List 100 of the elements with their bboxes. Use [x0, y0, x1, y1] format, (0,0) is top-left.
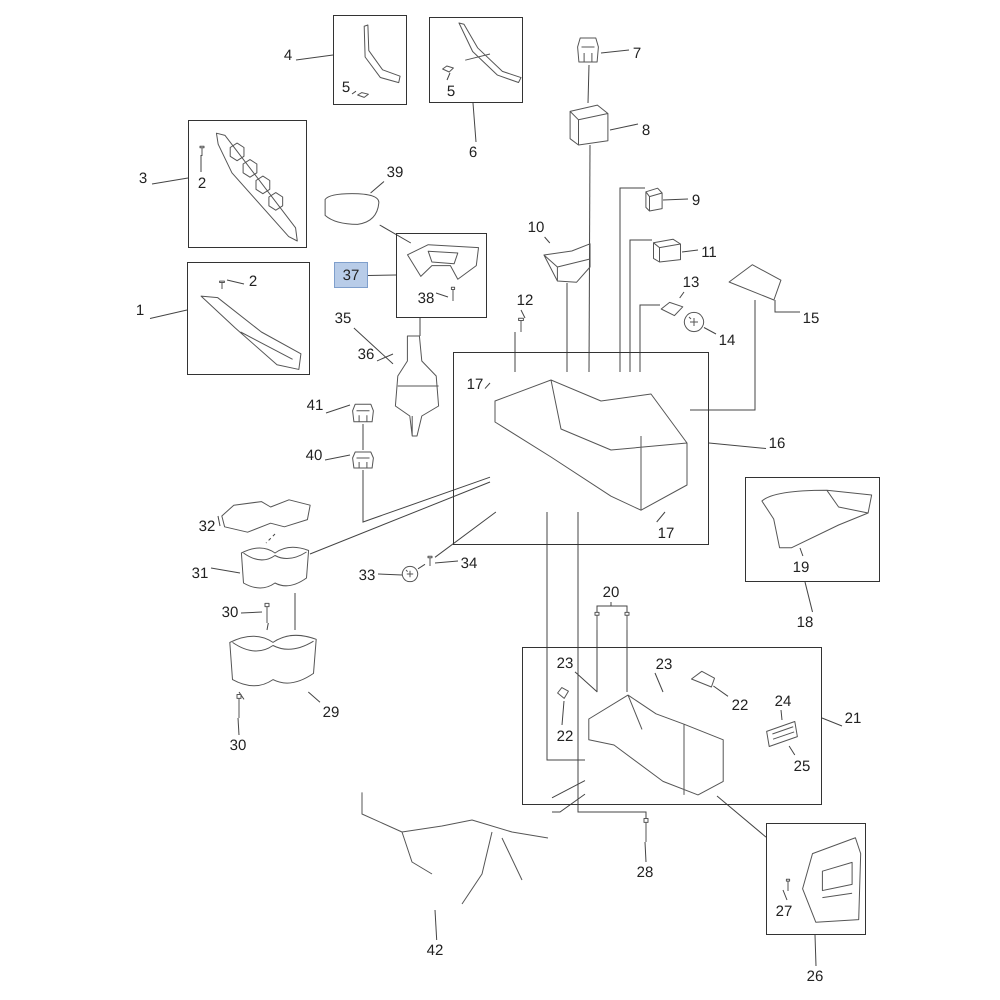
- callout-number: 31: [189, 563, 211, 583]
- cap-drawing: [402, 566, 418, 582]
- screw-drawing: [622, 612, 632, 630]
- leader-line: [324, 454, 350, 460]
- pad-drawing: [691, 671, 715, 687]
- callout-number: 26: [804, 966, 826, 986]
- leader-line: [370, 181, 384, 194]
- leader-line: [210, 568, 240, 574]
- callout-number: 13: [680, 272, 702, 292]
- leader-line: [376, 354, 394, 362]
- callout-number: 22: [554, 726, 576, 746]
- callout-number: 32: [196, 516, 218, 536]
- clip-drawing: [442, 64, 454, 74]
- callout-number: 36: [355, 344, 377, 364]
- group-frame: [766, 823, 866, 935]
- leader-line: [610, 124, 638, 130]
- callout-number: 27: [773, 901, 795, 921]
- screw-drawing: [216, 281, 228, 289]
- leader-line: [610, 602, 628, 612]
- group-frame: [333, 15, 407, 105]
- leader-line: [434, 560, 458, 564]
- callout-number: 11: [698, 242, 720, 262]
- bezel-drawing: [406, 244, 480, 280]
- callout-number: 17: [655, 523, 677, 543]
- leader-line: [352, 90, 356, 94]
- callout-number: 17: [464, 374, 486, 394]
- leader-line: [200, 154, 202, 172]
- assembly-line: [362, 470, 490, 523]
- housing-drawing: [568, 103, 610, 145]
- leader-line: [654, 672, 664, 692]
- switch-drawing: [350, 450, 376, 470]
- screw-drawing: [449, 287, 457, 301]
- callout-number: 24: [772, 691, 794, 711]
- assembly-line: [566, 282, 568, 372]
- mat-drawing: [220, 498, 312, 534]
- leader-line: [218, 516, 220, 526]
- leader-line: [656, 512, 666, 522]
- callout-number: 30: [227, 735, 249, 755]
- leader-line: [679, 292, 684, 298]
- group-frame: [188, 120, 307, 248]
- assembly-line: [434, 512, 496, 558]
- callout-number: 37: [334, 262, 368, 288]
- callout-number: 18: [794, 612, 816, 632]
- assembly-line: [630, 240, 652, 372]
- callout-number: 20: [600, 582, 622, 602]
- leader-line: [774, 300, 800, 312]
- callout-number: 38: [415, 288, 437, 308]
- callout-number: 16: [766, 433, 788, 453]
- callout-number: 23: [653, 654, 675, 674]
- leader-line: [326, 404, 350, 414]
- callout-number: 3: [134, 168, 152, 188]
- leader-line: [484, 382, 490, 390]
- callout-number: 5: [444, 81, 458, 101]
- leader-line: [600, 50, 630, 54]
- callout-number: 12: [514, 290, 536, 310]
- leader-line: [308, 692, 320, 703]
- callout-number: 2: [194, 173, 210, 193]
- leader-line: [150, 310, 188, 319]
- assembly-line: [552, 780, 586, 798]
- assembly-line: [690, 300, 756, 410]
- callout-number: 4: [280, 45, 296, 65]
- trim-strip-drawing: [459, 23, 521, 85]
- leader-line: [788, 746, 796, 756]
- leader-line: [378, 574, 402, 576]
- callout-number: 9: [688, 190, 704, 210]
- leader-line: [353, 328, 394, 364]
- assembly-line: [578, 512, 646, 818]
- leader-line: [520, 310, 526, 318]
- callout-number: 34: [458, 553, 480, 573]
- leader-line: [804, 582, 813, 612]
- callout-number: 25: [791, 756, 813, 776]
- callout-number: 10: [525, 217, 547, 237]
- assembly-line: [588, 144, 590, 372]
- leader-line: [782, 890, 788, 900]
- callout-number: 8: [638, 120, 654, 140]
- lid-drawing: [324, 193, 380, 225]
- tray-drawing: [543, 243, 591, 283]
- callout-number: 39: [384, 162, 406, 182]
- callout-number: 42: [424, 940, 446, 960]
- callout-number: 40: [303, 445, 325, 465]
- leader-line: [704, 327, 716, 334]
- leader-line: [434, 910, 438, 940]
- clip-drawing: [357, 91, 369, 99]
- housing-drawing: [645, 187, 663, 211]
- assembly-line: [596, 630, 598, 692]
- leader-line: [822, 718, 842, 726]
- callout-number: 6: [465, 142, 481, 162]
- leader-line: [644, 842, 646, 862]
- assembly-line: [620, 188, 646, 372]
- leader-line: [682, 250, 698, 252]
- screw-drawing: [592, 612, 602, 630]
- assembly-line: [418, 564, 426, 570]
- assembly-line: [626, 630, 628, 692]
- assembly-line: [379, 224, 412, 244]
- callout-number: 15: [800, 308, 822, 328]
- callout-number: 29: [320, 702, 342, 722]
- assembly-line: [238, 692, 244, 700]
- assembly-line: [310, 482, 490, 554]
- group-frame: [187, 262, 310, 375]
- callout-number: 19: [790, 557, 812, 577]
